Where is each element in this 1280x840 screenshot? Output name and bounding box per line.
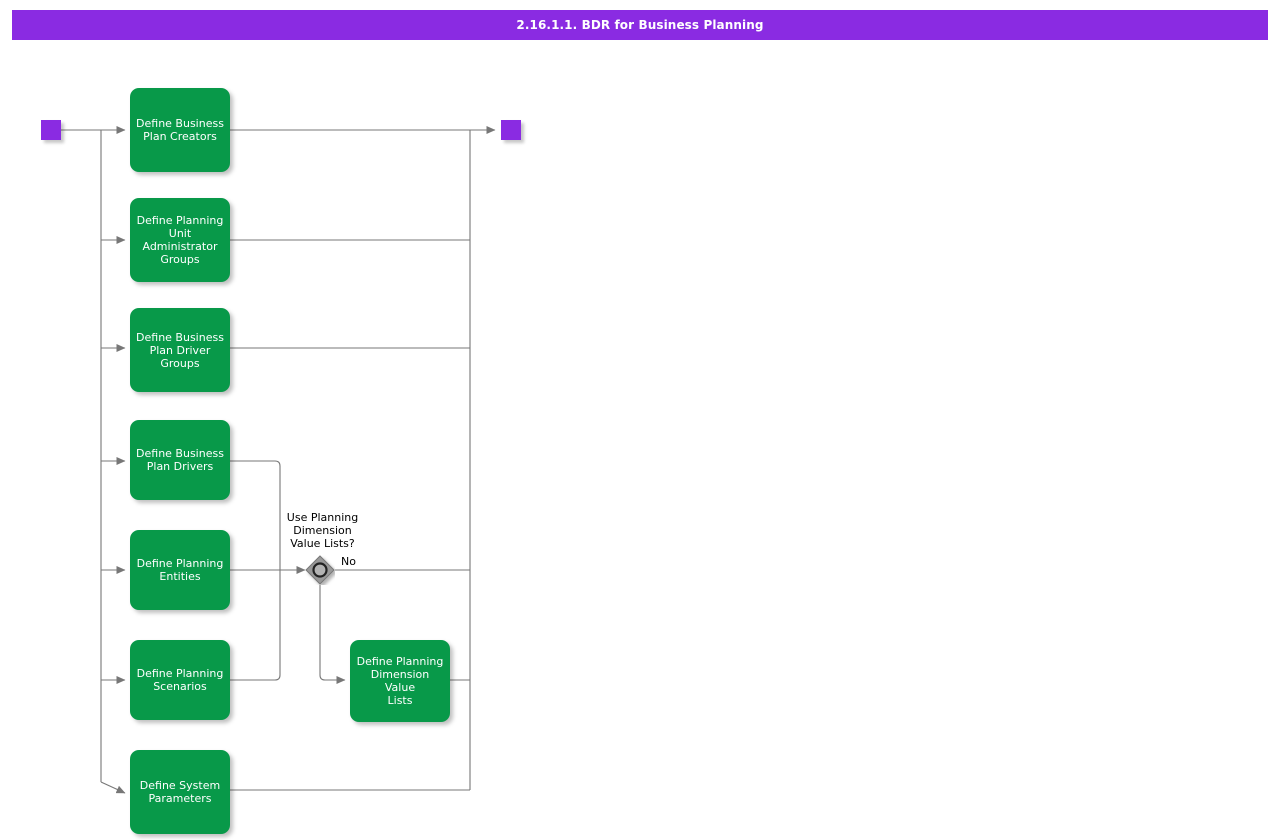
activity-label: Define Planning Scenarios — [136, 667, 224, 693]
activity-node[interactable]: Define Business Plan Creators — [130, 88, 230, 172]
activity-node[interactable]: Define Business Plan Driver Groups — [130, 308, 230, 392]
page-title-bar: 2.16.1.1. BDR for Business Planning — [12, 10, 1268, 40]
activity-node[interactable]: Define Business Plan Drivers — [130, 420, 230, 500]
end-terminator[interactable] — [501, 120, 521, 140]
activity-label: Define Planning Entities — [136, 557, 224, 583]
activity-label: Define Business Plan Creators — [136, 117, 224, 143]
edge-decision-to-a8 — [319, 585, 346, 684]
start-terminator[interactable] — [41, 120, 61, 140]
activity-node[interactable]: Define Planning Unit Administrator Group… — [130, 198, 230, 282]
activity-label: Define Business Plan Drivers — [136, 447, 224, 473]
activity-node[interactable]: Define Planning Dimension Value Lists — [350, 640, 450, 722]
activity-label: Define Business Plan Driver Groups — [136, 330, 224, 370]
decision-question-label: Use Planning Dimension Value Lists? — [286, 511, 359, 550]
activity-label: Define Planning Unit Administrator Group… — [136, 214, 224, 266]
page-title: 2.16.1.1. BDR for Business Planning — [516, 18, 764, 32]
decision-branch-label-no: No — [341, 555, 356, 568]
activity-node[interactable]: Define Planning Entities — [130, 530, 230, 610]
activity-node[interactable]: Define Planning Scenarios — [130, 640, 230, 720]
activity-label: Define Planning Dimension Value Lists — [356, 655, 444, 707]
edge-trunk-to-a7 — [100, 781, 126, 794]
activity-label: Define System Parameters — [139, 779, 221, 805]
activity-node[interactable]: Define System Parameters — [130, 750, 230, 834]
decision-node[interactable] — [305, 555, 335, 585]
